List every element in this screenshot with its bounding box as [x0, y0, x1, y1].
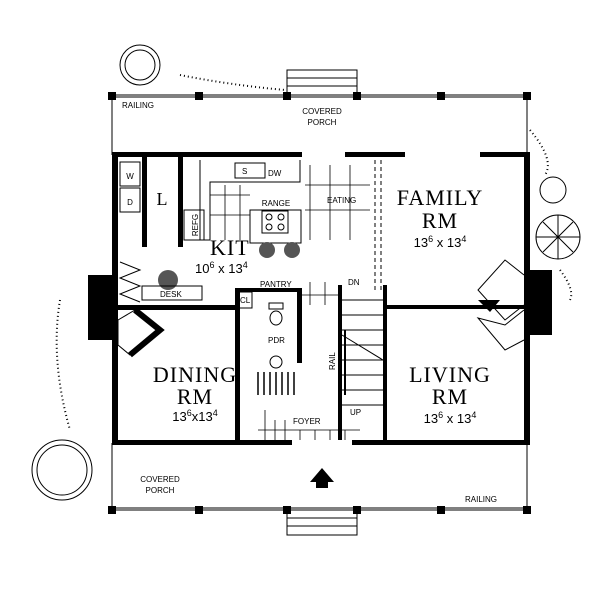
family-room: FAMILY RM 136 x 134 [397, 185, 484, 250]
staircase: DN RAIL UP [300, 278, 384, 417]
family-fireplace [477, 259, 525, 321]
bottom-porch-steps [286, 509, 358, 536]
washer-label: W [126, 172, 134, 181]
fireplaces [117, 259, 525, 358]
refrigerator-label: REFG [191, 214, 200, 236]
landscaping [31, 44, 581, 501]
dryer [119, 187, 141, 213]
kitchen: S DW REFG RANGE EATING KIT 106 x 134 DES… [141, 160, 370, 301]
refrigerator [183, 209, 205, 241]
family-room-name-2: RM [422, 208, 458, 233]
right-chimney [530, 270, 552, 335]
top-porch-label-2: PORCH [308, 118, 337, 127]
bottom-porch-label-1: COVERED [140, 475, 180, 484]
shrub-right [539, 176, 567, 204]
desk [141, 285, 203, 301]
foyer: FOYER [258, 410, 360, 440]
entry-arrow-icon [310, 468, 334, 488]
foyer-label: FOYER [293, 417, 321, 426]
living-room-dimensions: 136 x 134 [424, 410, 477, 426]
eating-label: EATING [327, 196, 356, 205]
stool [259, 242, 275, 258]
dining-room-dimensions: 136x134 [172, 408, 217, 424]
dining-room-name-1: DINING [153, 362, 237, 387]
kitchen-dimensions: 106 x 134 [195, 260, 248, 276]
top-porch-label-1: COVERED [302, 107, 342, 116]
center-core: PANTRY CL PDR [237, 280, 295, 395]
closet-label: CL [240, 296, 251, 305]
toilet [269, 310, 283, 326]
tree-top-left [119, 44, 161, 86]
kitchen-name: KIT [210, 235, 250, 260]
desk-label: DESK [160, 290, 182, 299]
laundry: W D L [118, 161, 168, 303]
dishwasher-label: DW [268, 169, 282, 178]
pantry-label: PANTRY [260, 280, 292, 289]
dryer-label: D [127, 198, 133, 207]
coat-closet [257, 372, 295, 395]
living-room-name-1: LIVING [409, 362, 491, 387]
rail-label: RAIL [328, 352, 337, 370]
left-chimney [88, 275, 112, 340]
laundry-label: L [157, 189, 168, 209]
dining-room-name-2: RM [177, 384, 213, 409]
washer [119, 161, 141, 187]
living-fireplace [476, 309, 525, 351]
bottom-porch: COVERED PORCH RAILING [108, 443, 531, 536]
family-room-name-1: FAMILY [397, 185, 484, 210]
range-label: RANGE [262, 199, 290, 208]
powder-room-label: PDR [268, 336, 285, 345]
desk-chair [158, 270, 178, 290]
kitchen-island [249, 209, 302, 244]
interior-walls [112, 157, 530, 443]
sink [234, 162, 266, 179]
stair-up-label: UP [350, 408, 361, 417]
top-porch-steps [286, 69, 358, 96]
tree-bottom-left [31, 439, 93, 501]
top-porch: RAILING COVERED PORCH [108, 69, 531, 155]
bottom-railing-label: RAILING [465, 495, 497, 504]
living-room: LIVING RM 136 x 134 [409, 362, 491, 426]
exterior-walls [88, 152, 552, 445]
closet [237, 291, 253, 309]
living-room-name-2: RM [432, 384, 468, 409]
bottom-porch-label-2: PORCH [146, 486, 175, 495]
kitchen-counter [199, 160, 301, 241]
range [261, 210, 289, 234]
sink-label: S [242, 167, 247, 176]
stair-down-label: DN [348, 278, 360, 287]
sink-pdr [269, 355, 283, 369]
laundry-closet [118, 261, 142, 303]
dining-room: DINING RM 136x134 [153, 362, 237, 424]
top-railing-label: RAILING [122, 101, 154, 110]
stool [284, 242, 300, 258]
family-room-dimensions: 136 x 134 [414, 234, 467, 250]
